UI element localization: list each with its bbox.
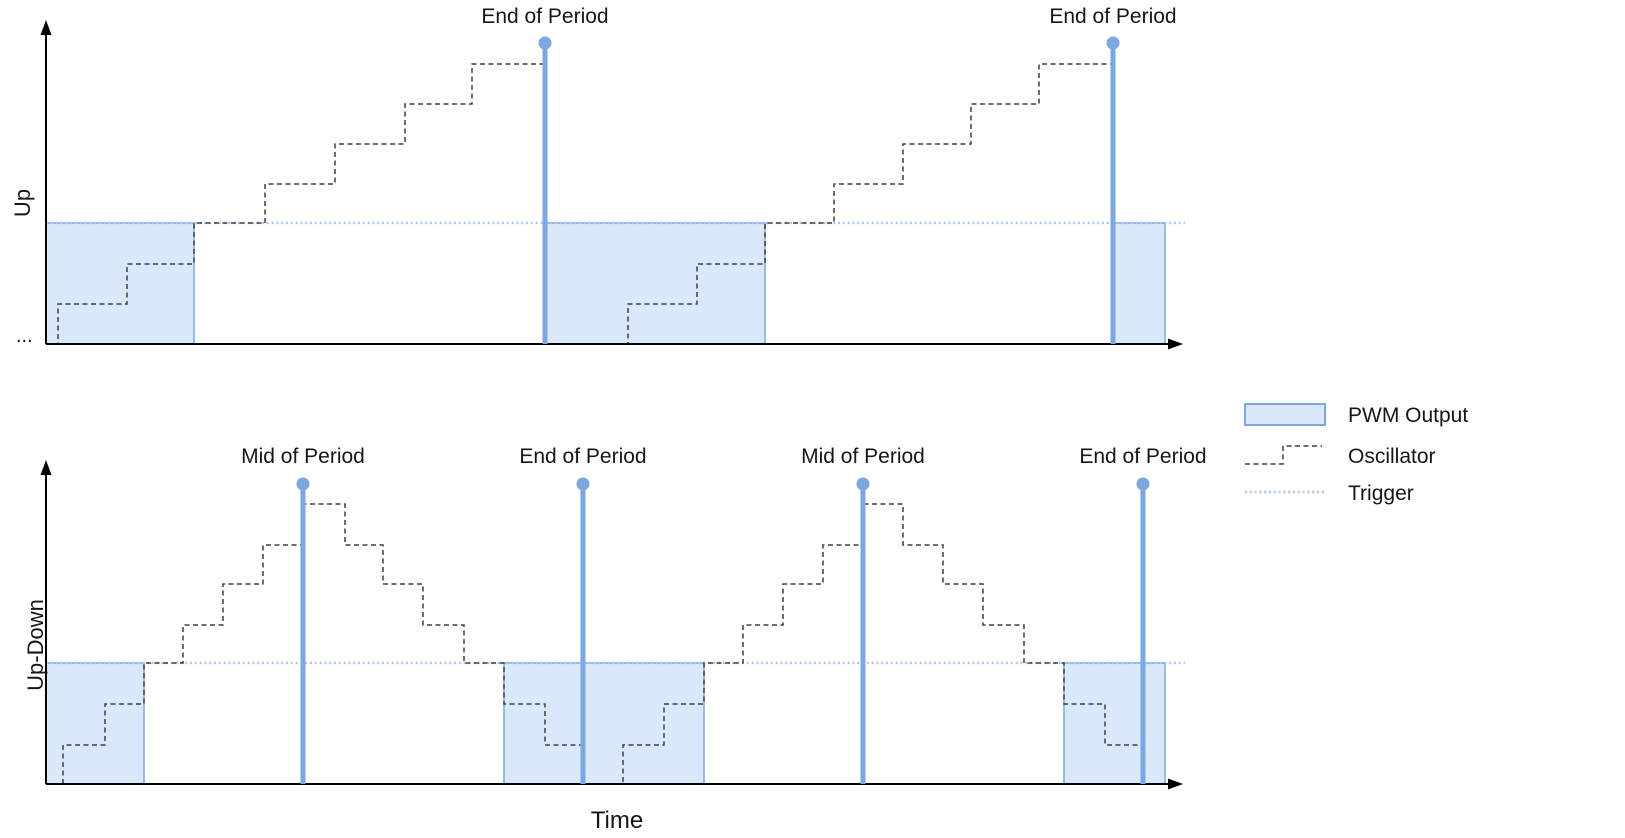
pwm-pulse bbox=[45, 222, 195, 345]
legend-pwm-output-label: PWM Output bbox=[1348, 404, 1468, 427]
period-marker-dot bbox=[1106, 36, 1120, 50]
period-marker-dot bbox=[576, 477, 590, 491]
time-axis-label: Time bbox=[591, 807, 643, 834]
continuation-dots: ... bbox=[16, 325, 33, 347]
y-axis-arrow bbox=[40, 460, 52, 475]
updown-chart-ylabel: Up-Down bbox=[23, 599, 48, 691]
pwm-pulse bbox=[503, 662, 705, 785]
period-marker-dot bbox=[538, 36, 552, 50]
period-marker-label: Mid of Period bbox=[801, 445, 925, 468]
legend-oscillator-sample bbox=[1245, 445, 1322, 465]
up-chart-ylabel: Up bbox=[10, 189, 35, 217]
period-marker-label: End of Period bbox=[1049, 5, 1176, 28]
x-axis-arrow bbox=[1168, 338, 1183, 350]
pwm-pulse bbox=[1113, 222, 1166, 345]
y-axis-arrow bbox=[40, 20, 52, 35]
period-marker-label: End of Period bbox=[1079, 445, 1206, 468]
legend-pwm-output-swatch bbox=[1244, 403, 1326, 426]
chart-up-down: Mid of Period End of Period Mid of Period E… bbox=[40, 445, 1207, 790]
x-axis-arrow bbox=[1168, 778, 1183, 790]
legend-trigger-label: Trigger bbox=[1348, 482, 1414, 505]
pwm-pulse bbox=[544, 222, 766, 345]
legend-oscillator-label: Oscillator bbox=[1348, 445, 1436, 468]
period-marker-dot bbox=[856, 477, 870, 491]
period-marker-label: Mid of Period bbox=[241, 445, 365, 468]
period-marker-label: End of Period bbox=[481, 5, 608, 28]
period-marker-dot bbox=[1136, 477, 1150, 491]
legend: PWM Output Oscillator Trigger bbox=[1244, 403, 1468, 505]
period-marker-dot bbox=[296, 477, 310, 491]
period-marker-label: End of Period bbox=[519, 445, 646, 468]
pwm-pulse bbox=[1063, 662, 1166, 785]
pwm-pulse bbox=[45, 662, 145, 785]
chart-up: End of Period End of Period bbox=[40, 5, 1185, 350]
